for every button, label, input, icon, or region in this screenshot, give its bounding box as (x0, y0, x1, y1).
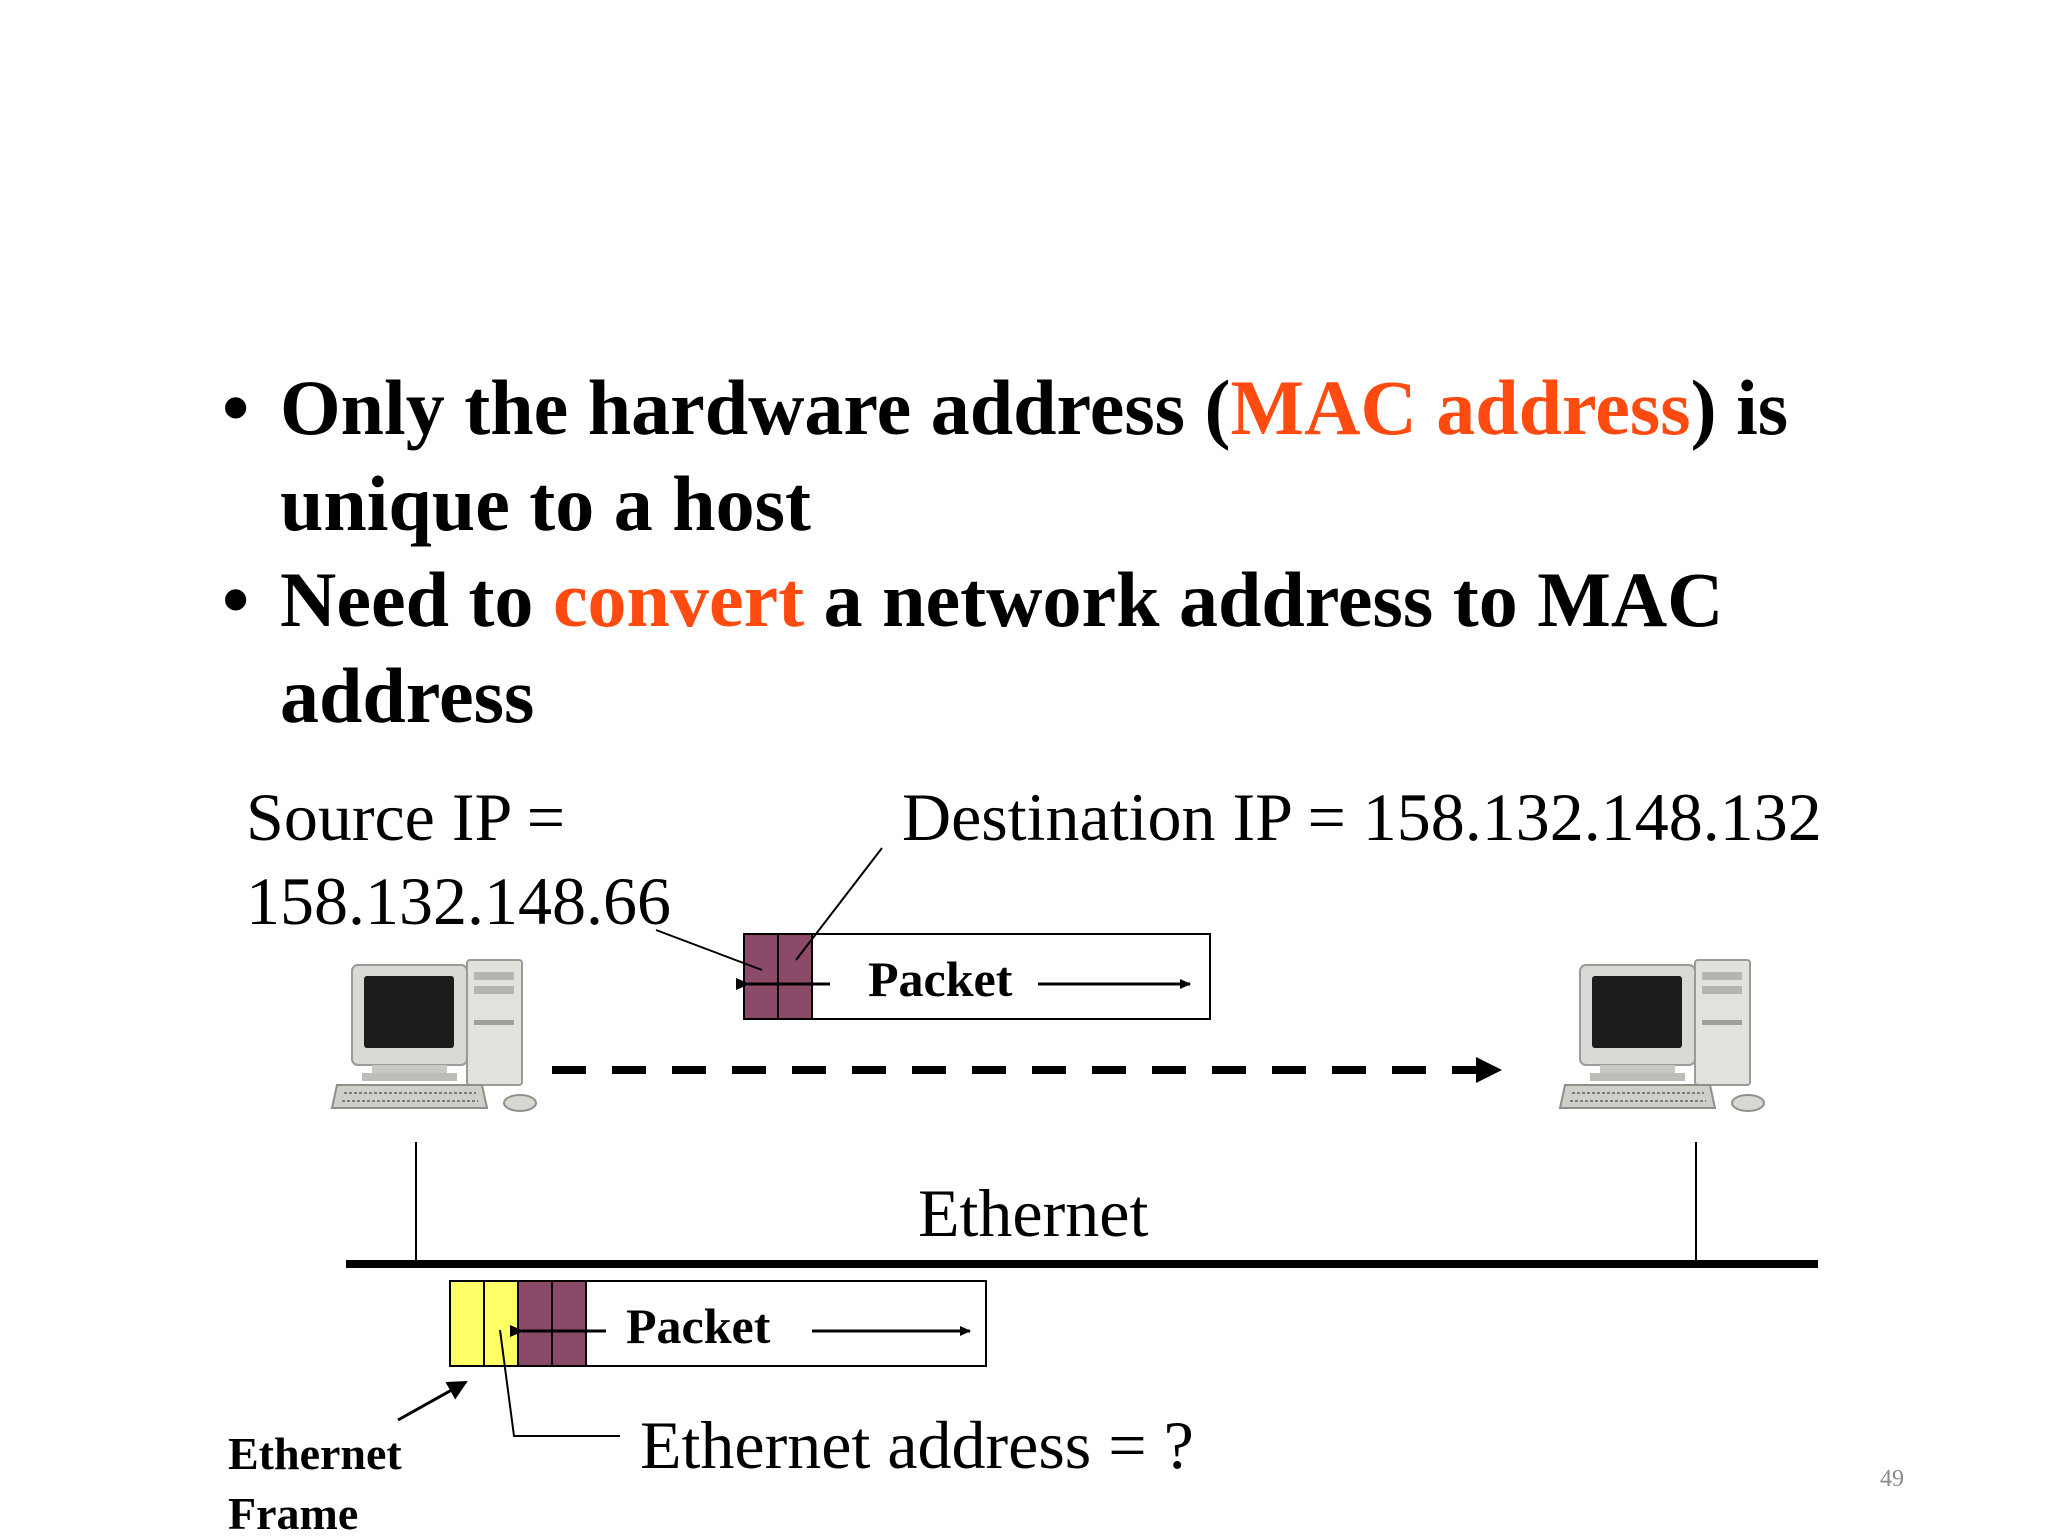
bullet-marker: • (222, 364, 250, 451)
desktop-computer-icon (330, 959, 537, 1112)
ip-packet (736, 933, 1211, 1020)
mac-header-field (449, 1280, 485, 1367)
packet-label: Packet (868, 951, 1013, 1007)
bullet-hardware-address: • Only the hardware address (MAC address)… (222, 360, 1922, 552)
source-ip-value: 158.132.148.66 (246, 863, 671, 939)
ip-header-field (551, 1280, 587, 1367)
bullet-text-part: ) is unique to a host (280, 364, 1789, 547)
destination-ip-label: Destination IP = 158.132.148.132 (902, 779, 1822, 855)
desktop-computer-icon (1558, 959, 1765, 1112)
frame-packet-label: Packet (626, 1298, 771, 1354)
source-ip-label: Source IP = (246, 779, 566, 855)
highlight-convert: convert (552, 556, 805, 643)
bullet-text-part: Only the hardware address ( (280, 364, 1231, 451)
bullet-text-part: Need to (280, 556, 553, 643)
ethernet-frame-label-line1: Ethernet (228, 1428, 402, 1479)
mac-header-field (483, 1280, 519, 1367)
ethernet-frame-label-line2: Frame (228, 1488, 359, 1536)
source-ip-callout (655, 929, 763, 971)
ethernet-frame (449, 1280, 987, 1367)
ethernet-address-label: Ethernet address = ? (640, 1407, 1194, 1483)
ip-header-field (743, 933, 779, 1020)
ip-header-field (517, 1280, 553, 1367)
highlight-mac-address: MAC address (1230, 364, 1691, 451)
bullet-text-part: a network address to MAC address (280, 556, 1724, 739)
bullet-marker: • (222, 556, 250, 643)
page-number: 49 (1880, 1466, 1904, 1492)
ethernet-address-callout (499, 1329, 620, 1437)
ethernet-frame-arrow (397, 1380, 468, 1422)
bullet-list: • Only the hardware address (MAC address)… (222, 360, 1922, 744)
ethernet-label: Ethernet (918, 1175, 1149, 1251)
bullet-convert-address: • Need to convert a network address to MA… (222, 552, 1922, 744)
destination-ip-callout (795, 847, 883, 961)
